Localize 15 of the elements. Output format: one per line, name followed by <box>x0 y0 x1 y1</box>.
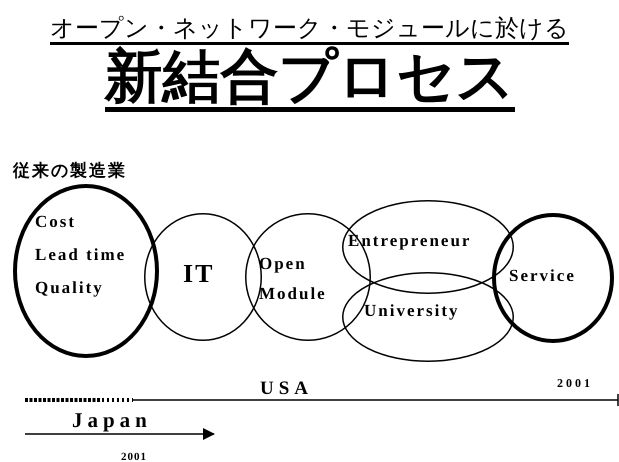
ellipse-node <box>13 184 159 358</box>
node-label: University <box>364 302 460 319</box>
node-label: Service <box>509 267 576 284</box>
node-label: Lead time <box>35 246 126 263</box>
ellipse-node <box>492 213 614 343</box>
title: 新結合プロセス <box>104 45 514 112</box>
node-label: IT <box>183 261 214 287</box>
node-label: Cost <box>35 213 76 230</box>
region-label: USA <box>260 379 314 398</box>
node-label: Quality <box>35 279 104 296</box>
year-label: 2001 <box>557 377 593 389</box>
heading: 従来の製造業 <box>13 163 127 180</box>
subtitle: オープン・ネットワーク・モジュールに於ける <box>50 16 569 45</box>
year-label: 2001 <box>121 452 147 462</box>
region-label: Japan <box>72 410 152 431</box>
